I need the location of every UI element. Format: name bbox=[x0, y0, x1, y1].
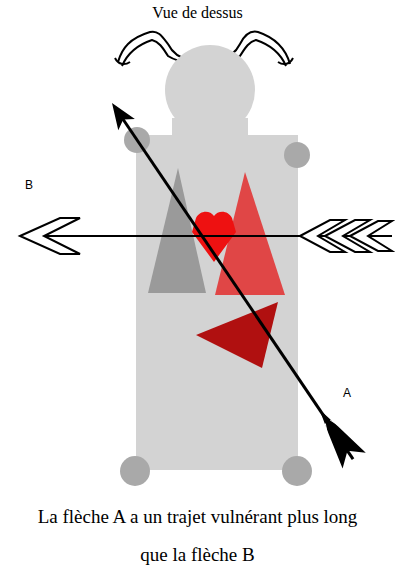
hip bbox=[282, 456, 312, 486]
neck bbox=[172, 118, 248, 148]
view-title: Vue de dessus bbox=[0, 4, 395, 22]
shoulder bbox=[284, 142, 310, 168]
arrow-b bbox=[20, 218, 392, 254]
arrow-label: B bbox=[25, 178, 33, 192]
torso bbox=[136, 135, 298, 470]
liver bbox=[196, 302, 278, 368]
figure-caption: La flèche A a un trajet vulnérant plus l… bbox=[22, 498, 373, 574]
arrow-a bbox=[100, 95, 365, 468]
hip bbox=[120, 456, 150, 486]
arrow-label: A bbox=[343, 386, 351, 400]
